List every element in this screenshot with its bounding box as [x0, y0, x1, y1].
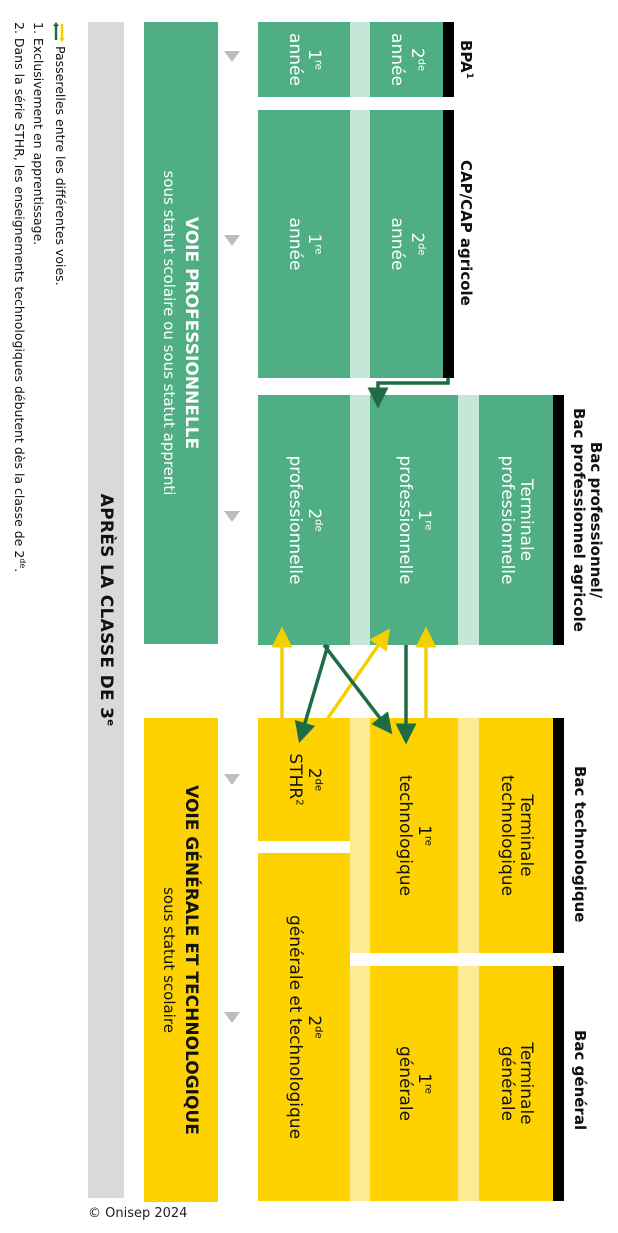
passerelle-legend-icon	[53, 22, 66, 42]
triangle-bpa	[224, 51, 240, 62]
arrow-y-cross-to-pro1	[326, 628, 390, 719]
arrow-cap-to-pro1	[367, 378, 450, 409]
arrow-g-pro2-to-sthr	[294, 644, 330, 744]
triangle-cap	[224, 235, 240, 246]
note-2: 2. Dans la série STHR, les enseignements…	[11, 22, 27, 573]
legend-row: Passerelles entre les différentes voies.	[53, 22, 68, 286]
arrow-g-pro2-to-tech1	[322, 643, 393, 735]
triangle-pro	[224, 511, 240, 522]
triangle-sthr	[224, 774, 240, 785]
copyright: © Onisep 2024	[88, 1206, 188, 1221]
triangle-gt	[224, 1012, 240, 1023]
legend-text: Passerelles entre les différentes voies.	[53, 45, 68, 286]
note-1: 1. Exclusivement en apprentissage.	[31, 22, 46, 246]
